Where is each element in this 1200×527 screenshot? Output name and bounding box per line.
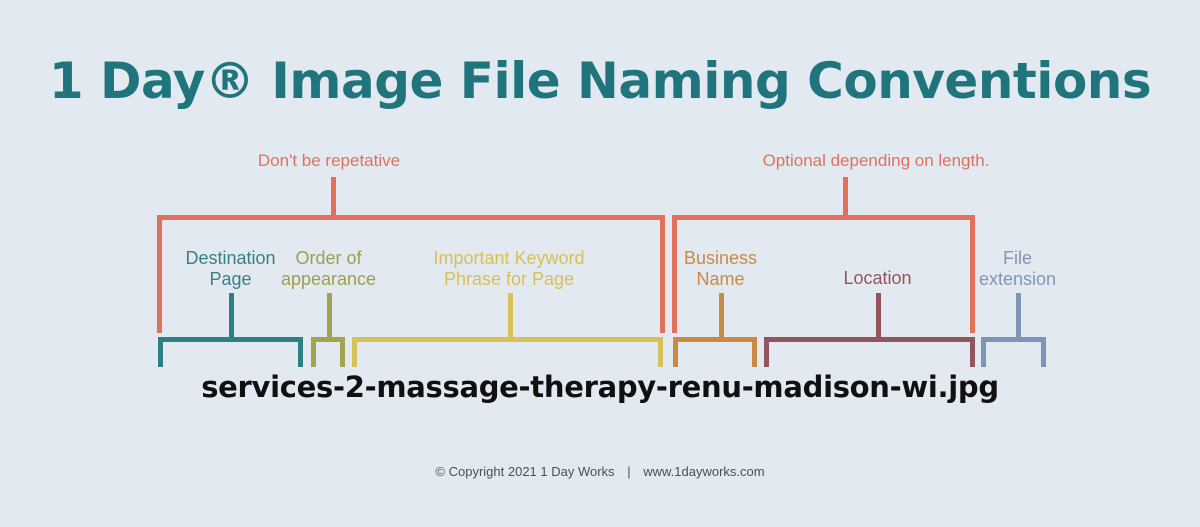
segment-label-destination-page: Destination Page [168,248,293,290]
segment-5-stem [876,293,881,337]
segment-label-line-1: Destination [185,248,276,268]
segment-label-line-2: Page [209,269,252,289]
annotation-optional-depending-on-length: Optional depending on length. [762,151,990,170]
segment-4-right-leg [752,337,757,367]
segment-6-right-leg [1041,337,1046,367]
segment-label-business-name: Business Name [658,248,783,290]
segment-3-right-leg [658,337,663,367]
segment-6-rail [981,337,1046,342]
annotation-2-stem [843,177,848,216]
filename-text: services-2-massage-therapy-renu-madison-… [201,370,999,404]
segment-1-right-leg [298,337,303,367]
segment-label-line-1: Business [683,248,758,268]
segment-1-stem [229,293,234,337]
red-bracket-2-right-leg [970,215,975,333]
red-bracket-2-rail [672,215,975,220]
red-bracket-1-rail [157,215,665,220]
segment-4-left-leg [673,337,678,367]
red-bracket-1-left-leg [157,215,162,333]
segment-label-line-1: File [1002,248,1032,268]
segment-6-stem [1016,293,1021,337]
segment-label-line-1: Important Keyword [433,248,585,268]
segment-4-stem [719,293,724,337]
segment-5-right-leg [970,337,975,367]
segment-label-line-1: Order of [295,248,362,268]
segment-3-stem [508,293,513,337]
segment-6-left-leg [981,337,986,367]
segment-label-file-extension: File extension [955,248,1080,290]
segment-label-important-keyword-phrase: Important Keyword Phrase for Page [398,248,620,290]
segment-2-rail [311,337,345,342]
segment-label-line-2: extension [978,269,1057,289]
segment-label-location: Location [815,268,940,289]
segment-3-rail [352,337,663,342]
segment-label-line-2: Phrase for Page [443,269,575,289]
red-bracket-1-right-leg [660,215,665,333]
segment-4-rail [673,337,757,342]
segment-5-rail [764,337,975,342]
footer-website[interactable]: www.1dayworks.com [643,464,765,479]
red-bracket-2-left-leg [672,215,677,333]
annotation-dont-be-repetative: Don't be repetative [257,151,401,170]
segment-label-order-of-appearance: Order of appearance [266,248,391,290]
segment-1-rail [158,337,303,342]
segment-2-stem [327,293,332,337]
footer: © Copyright 2021 1 Day Works | www.1dayw… [0,464,1200,479]
segment-5-left-leg [764,337,769,367]
annotation-1-stem [331,177,336,216]
segment-2-left-leg [311,337,316,367]
segment-label-line-1: Location [843,268,912,288]
segment-3-left-leg [352,337,357,367]
footer-copyright: © Copyright 2021 1 Day Works [435,464,615,479]
segment-1-left-leg [158,337,163,367]
segment-2-right-leg [340,337,345,367]
segment-label-line-2: Name [696,269,745,289]
footer-separator: | [627,464,631,479]
page-title: 1 Day® Image File Naming Conventions [48,52,1152,110]
segment-label-line-2: appearance [280,269,377,289]
